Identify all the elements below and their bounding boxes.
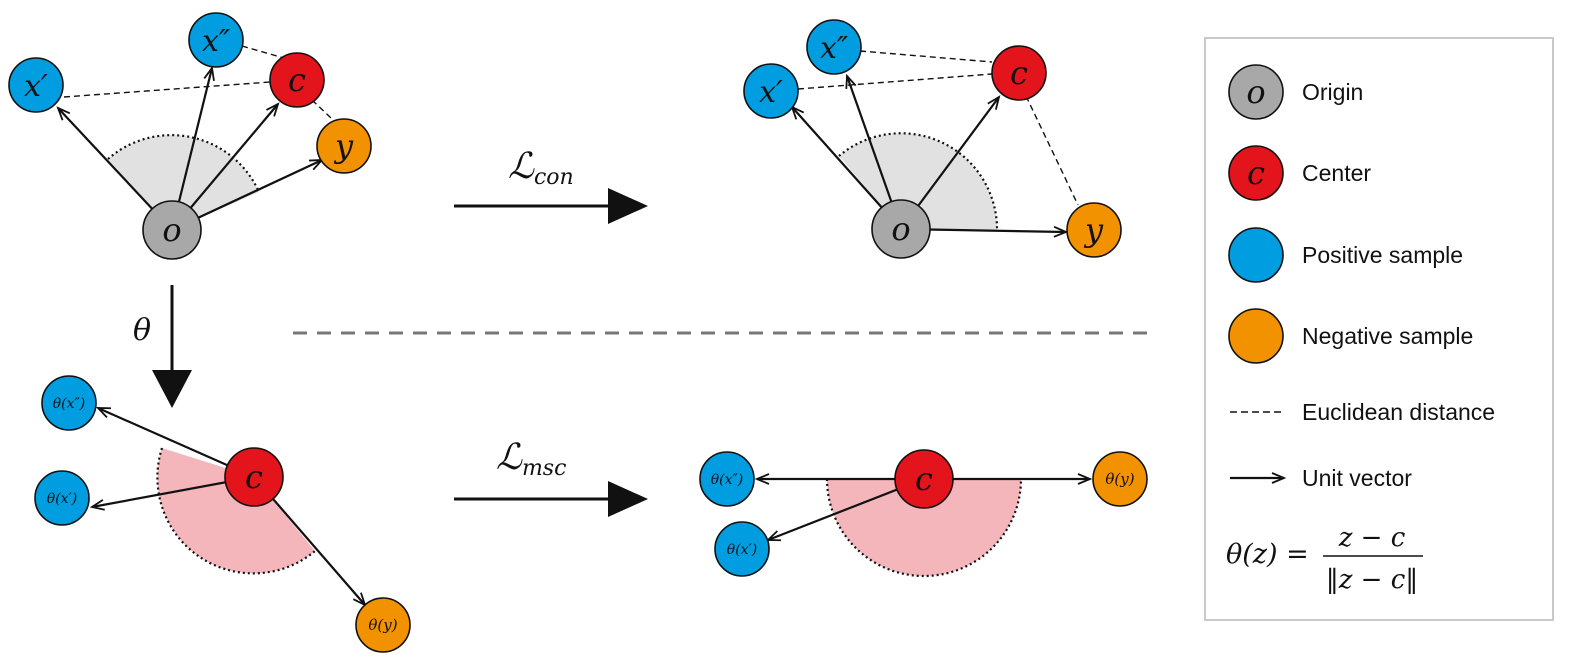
origin-node: o bbox=[142, 200, 202, 260]
svg-text:y: y bbox=[1083, 211, 1104, 249]
svg-text:Negative sample: Negative sample bbox=[1302, 323, 1473, 349]
svg-text:o: o bbox=[1246, 73, 1265, 111]
legend-item-positive: Positive sample bbox=[1228, 227, 1463, 283]
legend-item-origin: o Origin bbox=[1228, 64, 1363, 120]
panel-bottom-left: θ(x″) θ(x′) θ(y) c bbox=[34, 375, 411, 653]
svg-text:c: c bbox=[245, 458, 263, 496]
negative-sample-node: y bbox=[316, 118, 372, 174]
positive-sample-node: x″ bbox=[188, 12, 244, 68]
legend: o Origin c Center Positive sample Negati… bbox=[1204, 37, 1554, 621]
svg-text:z − c: z − c bbox=[1338, 523, 1406, 553]
svg-text:c: c bbox=[288, 61, 306, 99]
positive-sample-node: θ(x″) bbox=[699, 451, 755, 507]
legend-formula: θ(z) = z − c ‖z − c‖ bbox=[1226, 523, 1423, 595]
svg-text:o: o bbox=[162, 211, 181, 249]
svg-text:ℒmsc: ℒmsc bbox=[496, 437, 566, 481]
center-node: c bbox=[991, 45, 1047, 101]
svg-text:c: c bbox=[915, 460, 933, 498]
transform-arrow-theta: θ bbox=[133, 285, 192, 408]
angle-region-pink bbox=[157, 448, 315, 574]
panel-top-left: x′ x″ c y o bbox=[8, 12, 372, 260]
svg-text:θ(z) =: θ(z) = bbox=[1226, 539, 1309, 570]
svg-text:θ(x″): θ(x″) bbox=[53, 396, 85, 412]
svg-text:θ(x″): θ(x″) bbox=[711, 472, 743, 488]
positive-sample-node: x″ bbox=[806, 19, 862, 75]
legend-item-center: c Center bbox=[1228, 145, 1371, 201]
svg-text:θ: θ bbox=[133, 313, 151, 348]
panel-bottom-right: θ(x″) θ(x′) θ(y) c bbox=[699, 449, 1148, 578]
svg-text:Center: Center bbox=[1302, 160, 1371, 186]
svg-text:Unit vector: Unit vector bbox=[1302, 465, 1412, 491]
positive-sample-node: x′ bbox=[743, 63, 799, 119]
svg-text:x″: x″ bbox=[820, 31, 849, 66]
angle-region-gray bbox=[839, 133, 998, 231]
svg-text:ℒcon: ℒcon bbox=[508, 146, 574, 190]
transform-arrow-con: ℒcon bbox=[454, 146, 648, 224]
euclidean-distance-line bbox=[1025, 95, 1079, 206]
svg-text:Origin: Origin bbox=[1302, 79, 1363, 105]
svg-text:y: y bbox=[333, 127, 354, 165]
euclidean-distance-line bbox=[63, 81, 271, 98]
svg-text:Euclidean distance: Euclidean distance bbox=[1302, 399, 1495, 425]
origin-node: o bbox=[871, 199, 931, 259]
svg-text:θ(y): θ(y) bbox=[1105, 470, 1134, 488]
negative-sample-node: θ(y) bbox=[355, 597, 411, 653]
euclidean-distance-line bbox=[311, 99, 332, 119]
angle-arc-dotted bbox=[838, 132, 999, 232]
svg-text:c: c bbox=[1247, 154, 1265, 192]
svg-text:c: c bbox=[1010, 54, 1028, 92]
svg-text:x′: x′ bbox=[759, 75, 783, 110]
svg-text:θ(y): θ(y) bbox=[368, 616, 397, 634]
center-node: c bbox=[224, 447, 284, 507]
legend-item-euclidean: Euclidean distance bbox=[1230, 399, 1495, 425]
svg-text:‖z − c‖: ‖z − c‖ bbox=[1326, 565, 1419, 595]
positive-sample-node: θ(x′) bbox=[34, 470, 90, 526]
negative-sample-node: θ(y) bbox=[1092, 451, 1148, 507]
positive-sample-node: θ(x′) bbox=[714, 521, 770, 577]
angle-arc-dotted bbox=[156, 447, 316, 575]
transform-arrow-msc: ℒmsc bbox=[454, 437, 648, 517]
positive-sample-node: x′ bbox=[8, 57, 64, 113]
angle-arc-dotted bbox=[825, 478, 1023, 578]
panel-top-right: x′ x″ c y o bbox=[743, 19, 1122, 259]
svg-text:θ(x′): θ(x′) bbox=[47, 491, 77, 507]
euclidean-distance-line bbox=[859, 50, 993, 63]
svg-text:x′: x′ bbox=[24, 69, 48, 104]
negative-sample-node: y bbox=[1066, 202, 1122, 258]
legend-item-unit-vector: Unit vector bbox=[1230, 465, 1412, 491]
svg-text:o: o bbox=[891, 210, 910, 248]
center-node: c bbox=[269, 52, 325, 108]
legend-item-negative: Negative sample bbox=[1228, 308, 1473, 364]
svg-text:x″: x″ bbox=[202, 24, 231, 59]
positive-sample-node: θ(x″) bbox=[41, 375, 97, 431]
svg-text:Positive sample: Positive sample bbox=[1302, 242, 1463, 268]
euclidean-distance-line bbox=[241, 45, 285, 59]
angle-region-pink bbox=[827, 479, 1021, 576]
euclidean-distance-line bbox=[797, 73, 993, 90]
svg-text:θ(x′): θ(x′) bbox=[727, 542, 757, 558]
center-node: c bbox=[894, 449, 954, 509]
